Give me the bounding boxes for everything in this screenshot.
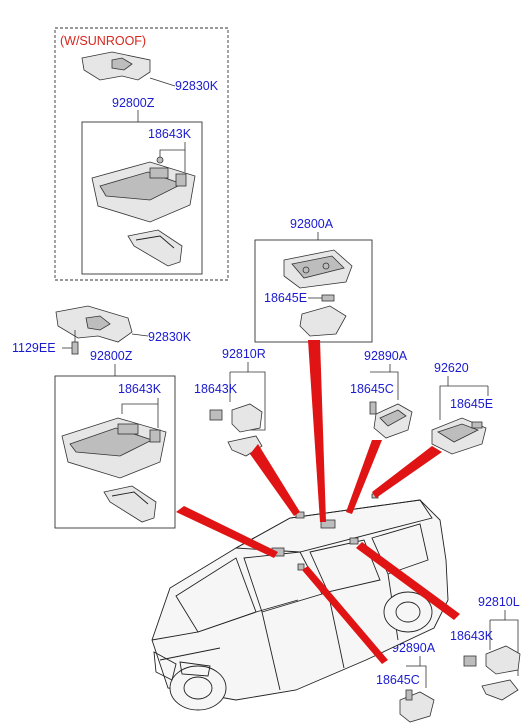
luggage-assy-label: 92890A <box>364 349 408 363</box>
standard-bracket-part <box>55 305 149 343</box>
rear-room-lamp-group: 92620 18645E <box>431 361 493 455</box>
luggage-lower-bulb-label: 18645C <box>376 673 420 687</box>
center-lamp-part <box>283 249 353 289</box>
rear-lamp-part <box>431 417 487 455</box>
luggage-lower-assy-label: 92890A <box>392 641 436 655</box>
center-room-lamp-group: 92800A 18645E <box>254 217 373 343</box>
screw-part <box>71 330 79 355</box>
rear-wheel <box>383 591 433 633</box>
pointer-vanity-left <box>250 444 300 516</box>
standard-bulb-label: 18643K <box>118 382 162 396</box>
sunroof-console-part <box>91 156 196 223</box>
standard-console-part <box>61 417 167 479</box>
sunroof-bracket-part <box>81 51 176 87</box>
vanity-lamp-right-group: 92810L 18643K <box>450 595 521 701</box>
luggage-lower-part <box>399 689 435 723</box>
pointer-luggage <box>346 440 382 514</box>
luggage-bulb-label: 18645C <box>350 382 394 396</box>
sunroof-group: (W/SUNROOF) 92830K 92800Z 18643K <box>54 27 229 281</box>
front-wheel <box>169 665 227 711</box>
vanity-right-part <box>463 645 521 701</box>
pointer-standard-console <box>176 506 278 558</box>
vanity-right-assy-label: 92810L <box>478 595 520 609</box>
pointer-center-lamp <box>308 340 326 522</box>
standard-bracket-label: 92830K <box>148 330 192 344</box>
sunroof-bracket-label: 92830K <box>175 79 219 93</box>
sunroof-bulb-label: 18643K <box>148 127 192 141</box>
pointer-luggage-lower <box>302 566 388 664</box>
center-lamp-assy-label: 92800A <box>290 217 334 231</box>
luggage-lamp-group: 92890A 18645C <box>350 349 413 439</box>
center-lens-part <box>299 305 347 337</box>
pointer-vanity-right <box>356 542 460 620</box>
location-pointers <box>176 340 460 664</box>
standard-lamp-box <box>54 375 176 529</box>
sunroof-lens-part <box>127 229 183 267</box>
standard-lamp-assy-label: 92800Z <box>90 349 133 363</box>
pointer-rear-lamp <box>372 446 442 498</box>
standard-lens-part <box>103 485 157 523</box>
vanity-left-assy-label: 92810R <box>222 347 266 361</box>
sunroof-title: (W/SUNROOF) <box>60 34 146 48</box>
sunroof-lamp-box <box>81 121 203 275</box>
rear-lamp-assy-label: 92620 <box>434 361 469 375</box>
luggage-lamp-lower-group: 92890A 18645C <box>376 641 436 723</box>
sunroof-group-frame <box>54 27 229 281</box>
center-bulb-label: 18645E <box>264 291 307 305</box>
sunroof-lamp-assy-label: 92800Z <box>112 96 155 110</box>
standard-group: 92830K 1129EE 92800Z 18643K <box>12 305 192 529</box>
luggage-lamp-part <box>369 401 413 439</box>
rear-bulb-label: 18645E <box>450 397 493 411</box>
standard-screw-label: 1129EE <box>12 341 56 355</box>
vanity-left-bulb-label: 18643K <box>194 382 238 396</box>
vanity-lamp-left-group: 92810R 18643K <box>194 347 266 457</box>
vanity-right-bulb-label: 18643K <box>450 629 494 643</box>
center-bulb-part <box>321 294 335 302</box>
